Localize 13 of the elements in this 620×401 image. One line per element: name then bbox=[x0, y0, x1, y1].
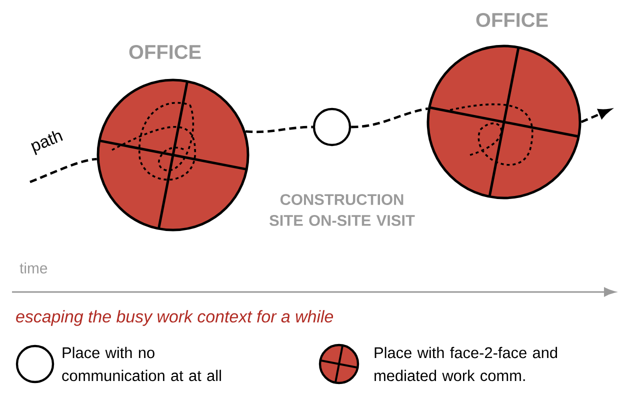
office-heading: OFFICE bbox=[129, 44, 201, 60]
site-label: CONSTRUCTION SITE ON-SITE VISIT bbox=[270, 194, 415, 226]
legend-text: Place with no communication at at all bbox=[62, 346, 221, 382]
edge-label: path bbox=[31, 131, 63, 156]
site-circle bbox=[312, 108, 352, 146]
dashed-path bbox=[30, 158, 97, 184]
office-heading: OFFICE bbox=[476, 12, 548, 28]
dashed-path bbox=[580, 108, 611, 124]
legend-text: Place with face-2-face and mediated work comm. bbox=[374, 346, 558, 382]
axis-label: time bbox=[20, 262, 48, 274]
dashed-path bbox=[351, 107, 428, 128]
note-text: escaping the busy work context for a while bbox=[16, 310, 334, 326]
dashed-path bbox=[245, 126, 313, 134]
